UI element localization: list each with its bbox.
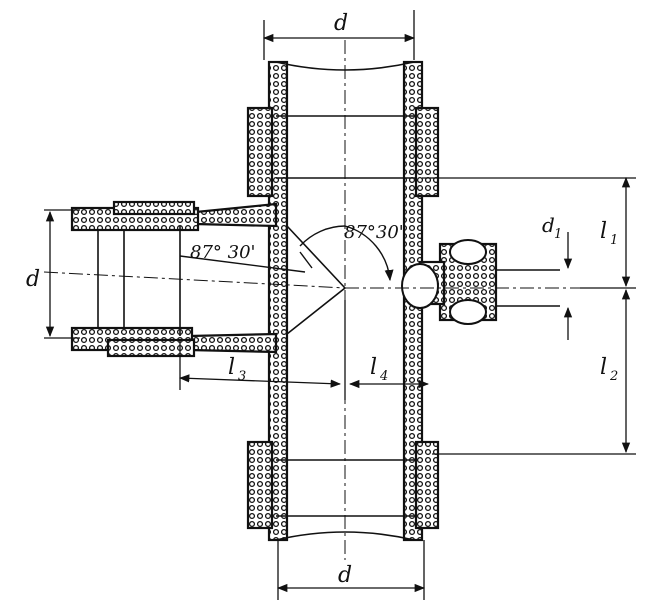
label-l4: l xyxy=(370,355,377,380)
bottom-socket-right xyxy=(414,440,440,530)
left-socket-collar-lower xyxy=(106,338,196,358)
label-l4-subscript: 4 xyxy=(379,369,388,384)
label-l1: l xyxy=(600,219,607,244)
left-branch-lower-wall xyxy=(188,332,278,354)
dimension-lines xyxy=(44,10,636,600)
label-l3-subscript: 3 xyxy=(238,369,246,384)
top-socket-right xyxy=(414,106,440,198)
top-socket-left xyxy=(246,106,274,198)
bottom-socket-left xyxy=(246,440,274,530)
label-l2: l xyxy=(600,355,607,380)
label-d1-subscript: 1 xyxy=(554,227,562,242)
label-d-left: d xyxy=(26,267,40,292)
angle-arcs xyxy=(179,225,394,282)
label-l3: l xyxy=(228,355,235,380)
left-branch-upper-wall xyxy=(194,202,278,228)
label-d-top: d xyxy=(334,11,348,36)
label-l2-subscript: 2 xyxy=(609,369,618,384)
inner-lines xyxy=(97,61,560,541)
label-angle-right: 87°30' xyxy=(344,222,404,243)
label-angle-left: 87° 30' xyxy=(190,242,255,263)
left-socket-collar-upper xyxy=(112,200,196,216)
label-d-bottom: d xyxy=(338,563,352,588)
label-l1-subscript: 1 xyxy=(610,233,618,248)
text-labels: d d d d 1 l 1 l 2 l 3 l 4 87° 30' 87°30' xyxy=(26,11,618,588)
label-d1: d xyxy=(542,213,555,237)
